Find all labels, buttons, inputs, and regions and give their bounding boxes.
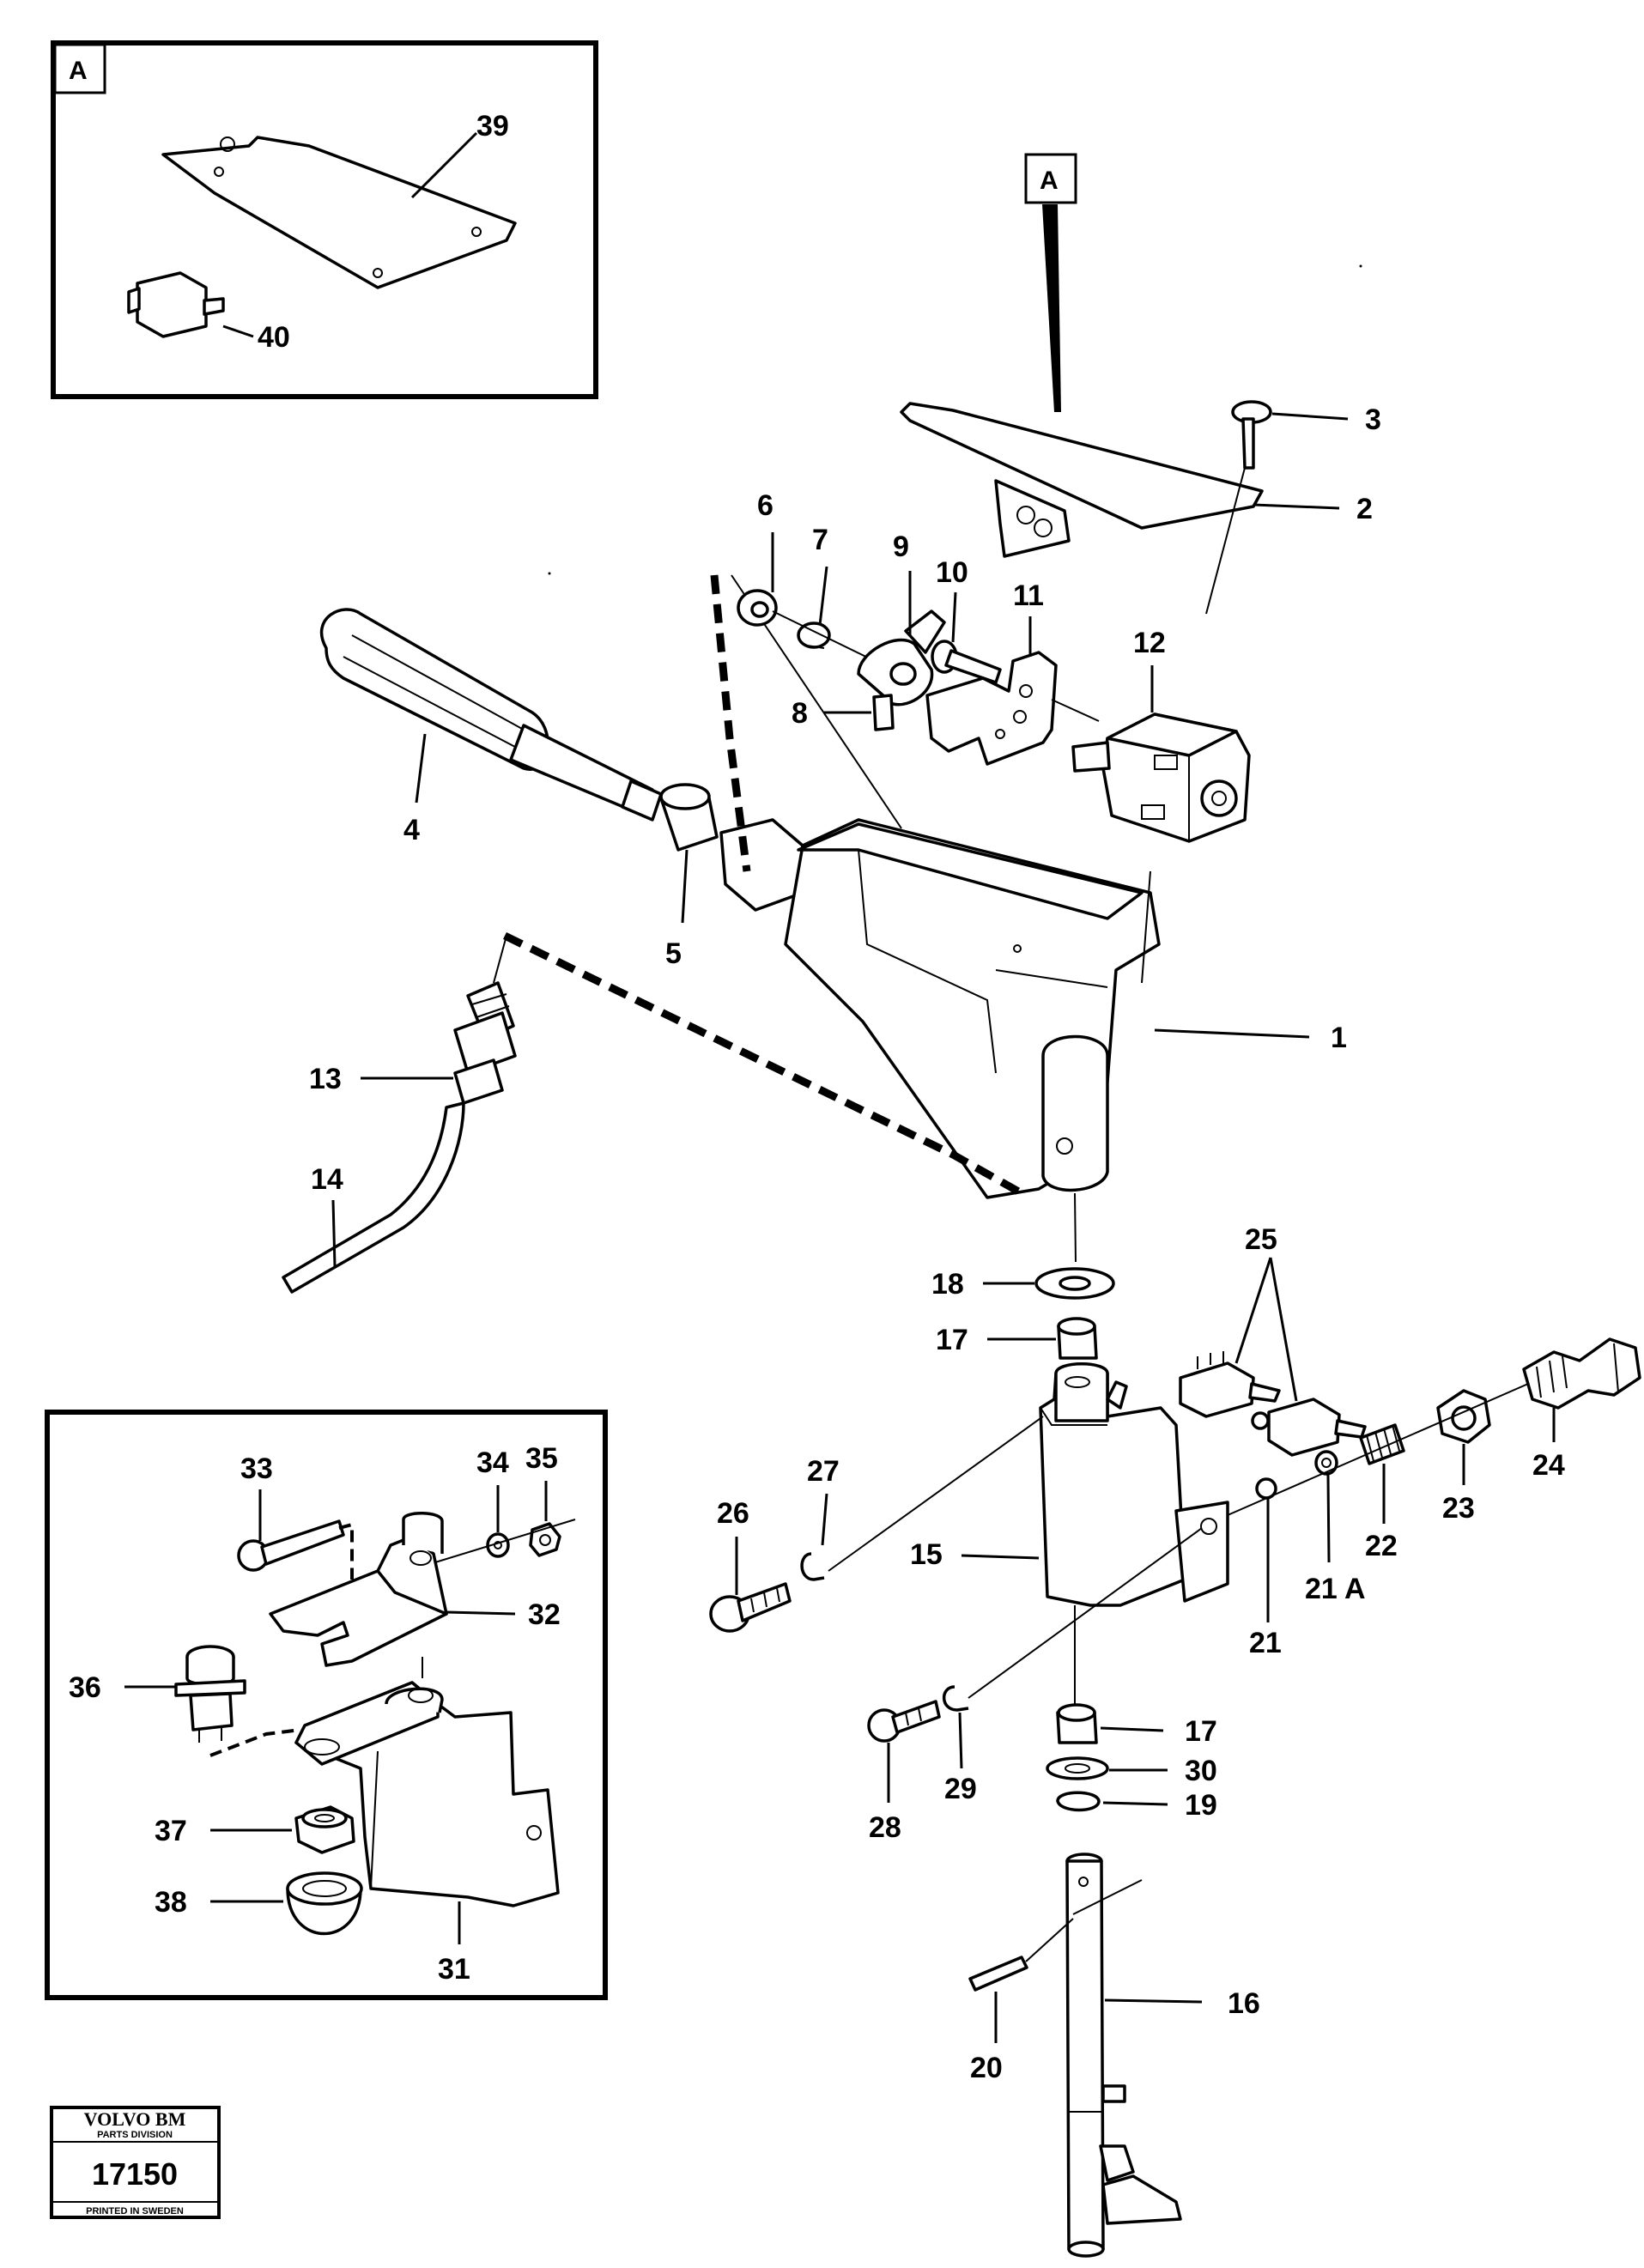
callout-28: 28 <box>869 1811 901 1844</box>
bracket-32 <box>269 1512 448 1667</box>
callout-18: 18 <box>931 1268 964 1301</box>
washer-6 <box>737 589 778 627</box>
switch-40 <box>127 271 225 338</box>
pin-20 <box>968 1956 1028 1992</box>
tube-14 <box>282 1101 465 1294</box>
stamp-printed: PRINTED IN SWEDEN <box>86 2206 184 2216</box>
callout-24: 24 <box>1532 1449 1565 1482</box>
shaft-16 <box>1065 1853 1182 2258</box>
screw-3 <box>1231 400 1272 470</box>
callout-2: 2 <box>1356 493 1373 525</box>
nut-21a <box>1314 1450 1338 1476</box>
callout-25: 25 <box>1245 1223 1277 1256</box>
callout-30: 30 <box>1185 1755 1217 1787</box>
solenoid-12 <box>1071 713 1251 843</box>
callout-35: 35 <box>525 1442 558 1475</box>
callout-11: 11 <box>1013 579 1044 612</box>
guide-dashed-fitting <box>503 931 1024 1197</box>
callout-40: 40 <box>258 321 290 354</box>
bracket-15 <box>1039 1362 1229 1607</box>
bracket-11 <box>925 651 1058 766</box>
callout-26: 26 <box>717 1497 749 1530</box>
callout-19: 19 <box>1185 1789 1217 1822</box>
callout-23: 23 <box>1442 1492 1475 1525</box>
callout-17a: 17 <box>936 1324 968 1356</box>
nut-23 <box>1436 1389 1491 1444</box>
spring-22 <box>1359 1423 1405 1465</box>
cap-38 <box>286 1871 363 1936</box>
callout-21a: 21 A <box>1305 1573 1366 1605</box>
plate-2-bracket <box>994 479 1071 558</box>
housing-1 <box>719 818 1161 1199</box>
bolt-26 <box>709 1582 792 1633</box>
callout-3: 3 <box>1365 403 1381 436</box>
clip-29 <box>942 1685 969 1712</box>
callout-6: 6 <box>757 489 773 522</box>
handle-grip-4 <box>319 608 663 822</box>
main-a-tag: A <box>1040 167 1059 195</box>
callout-1: 1 <box>1331 1022 1347 1054</box>
callout-36: 36 <box>69 1671 101 1704</box>
callout-5: 5 <box>665 937 682 970</box>
callout-31: 31 <box>438 1953 470 1986</box>
switch-25b <box>1251 1398 1367 1457</box>
fitting-13 <box>453 981 517 1105</box>
guide-dashed-housing-left <box>710 574 751 872</box>
circlip-19 <box>1056 1791 1101 1812</box>
stamp-number: 17150 <box>92 2156 178 2192</box>
cam-9 <box>857 609 946 706</box>
clip-27 <box>800 1552 825 1581</box>
callout-34: 34 <box>476 1446 509 1479</box>
callout-32: 32 <box>528 1598 561 1631</box>
inset-a-tag: A <box>69 57 88 85</box>
plate-2 <box>900 402 1264 530</box>
volvo-stamp: VOLVO BM PARTS DIVISION 17150 PRINTED IN… <box>50 2106 221 2219</box>
callout-33: 33 <box>240 1452 273 1485</box>
inset-a-panel: A 39 40 <box>51 40 598 399</box>
washer-34 <box>486 1532 510 1558</box>
callout-29: 29 <box>944 1773 977 1805</box>
stamp-division: PARTS DIVISION <box>97 2130 173 2140</box>
pushbutton-36 <box>174 1645 246 1743</box>
main-a-tag-group: A <box>1024 153 1077 412</box>
callout-17b: 17 <box>1185 1715 1217 1748</box>
callout-21: 21 <box>1249 1627 1282 1659</box>
stamp-brand: VOLVO BM <box>84 2108 186 2130</box>
switch-25a <box>1179 1351 1281 1418</box>
callout-15: 15 <box>910 1538 943 1571</box>
bushing-17-upper <box>1057 1317 1098 1360</box>
setscrew-8 <box>872 694 895 731</box>
plug-24 <box>1522 1337 1641 1410</box>
callout-37: 37 <box>155 1815 187 1847</box>
screw-28 <box>867 1700 941 1743</box>
callout-39: 39 <box>476 110 509 143</box>
callout-12: 12 <box>1133 627 1166 659</box>
callout-20: 20 <box>970 2052 1003 2084</box>
callout-27: 27 <box>807 1455 840 1488</box>
screw-10 <box>931 640 1002 684</box>
bracket-31 <box>294 1681 560 1907</box>
bushing-17-lower <box>1056 1703 1098 1744</box>
callout-38: 38 <box>155 1886 187 1919</box>
callout-7: 7 <box>812 524 828 556</box>
nut-37 <box>294 1805 355 1854</box>
callout-9: 9 <box>893 531 909 563</box>
callout-13: 13 <box>309 1063 342 1095</box>
bolt-33 <box>237 1519 345 1572</box>
callout-14: 14 <box>311 1163 343 1196</box>
circlip-7 <box>797 622 831 649</box>
callout-22: 22 <box>1365 1530 1398 1562</box>
plate-39 <box>161 136 517 289</box>
callout-16: 16 <box>1228 1987 1260 2020</box>
callout-8: 8 <box>792 697 808 730</box>
inset-variant-panel: 33 34 35 32 36 <box>45 1410 608 2000</box>
washer-30 <box>1046 1756 1109 1780</box>
callout-10: 10 <box>936 556 968 589</box>
callout-4: 4 <box>403 814 420 846</box>
